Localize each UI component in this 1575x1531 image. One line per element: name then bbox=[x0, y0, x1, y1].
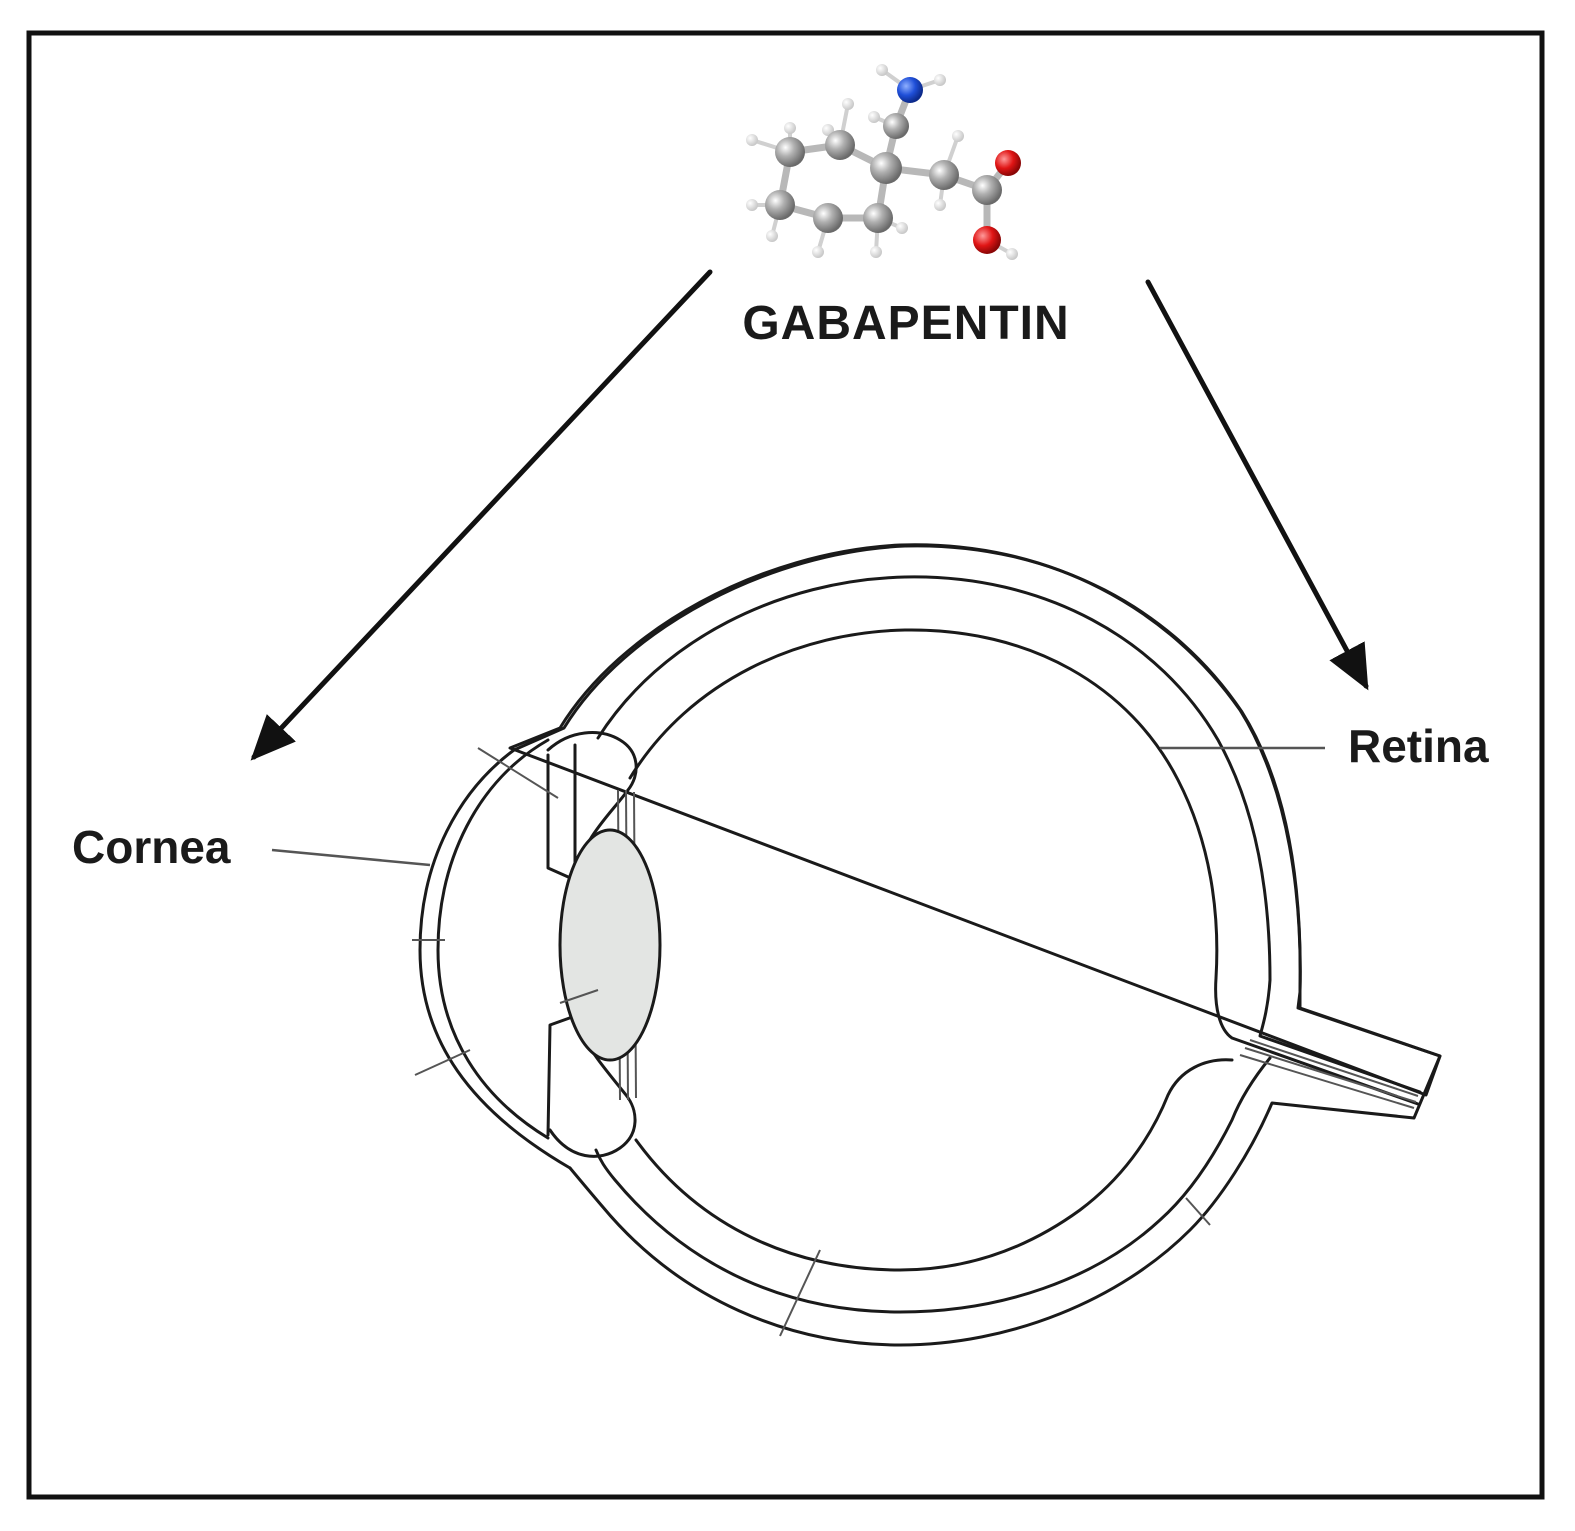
hydrogen-atom bbox=[842, 98, 854, 110]
hydrogen-atom bbox=[952, 130, 964, 142]
figure-frame bbox=[26, 30, 1545, 1500]
unlabeled-pointer bbox=[779, 1249, 821, 1337]
carbon-atom bbox=[863, 203, 893, 233]
oxygen-atom bbox=[995, 150, 1021, 176]
arrow-to-cornea bbox=[250, 269, 713, 761]
hydrogen-atom bbox=[784, 122, 796, 134]
lens bbox=[558, 828, 662, 1062]
drug-title: GABAPENTIN bbox=[742, 297, 1069, 350]
hydrogen-atom bbox=[812, 246, 824, 258]
arrow-to-retina bbox=[1145, 279, 1369, 691]
hydrogen-atom bbox=[746, 199, 758, 211]
carbon-atom bbox=[870, 152, 902, 184]
hydrogen-atom bbox=[766, 230, 778, 242]
hydrogen-atom bbox=[870, 246, 882, 258]
retina-label: Retina bbox=[1348, 720, 1489, 772]
carbon-atom bbox=[825, 130, 855, 160]
cornea-label: Cornea bbox=[72, 821, 231, 873]
cornea-leader-line bbox=[271, 848, 431, 867]
unlabeled-pointer bbox=[477, 747, 559, 799]
hydrogen-atom bbox=[896, 222, 908, 234]
hydrogen-atom bbox=[934, 199, 946, 211]
gabapentin-molecule bbox=[746, 64, 1021, 260]
nitrogen-atom bbox=[897, 77, 923, 103]
oxygen-atom bbox=[973, 226, 1001, 254]
unlabeled-pointer bbox=[559, 989, 599, 1004]
hydrogen-atom bbox=[934, 74, 946, 86]
eye-diagram bbox=[412, 543, 1442, 1347]
carbon-atom bbox=[972, 175, 1002, 205]
carbon-atom bbox=[765, 190, 795, 220]
unlabeled-pointer bbox=[414, 1049, 471, 1076]
hydrogen-atom bbox=[1006, 248, 1018, 260]
hydrogen-atom bbox=[868, 111, 880, 123]
hydrogen-atom bbox=[876, 64, 888, 76]
carbon-atom bbox=[929, 160, 959, 190]
carbon-atom bbox=[813, 203, 843, 233]
carbon-atom bbox=[883, 113, 909, 139]
hydrogen-atom bbox=[746, 134, 758, 146]
unlabeled-pointer bbox=[1185, 1197, 1211, 1226]
carbon-atom bbox=[775, 137, 805, 167]
